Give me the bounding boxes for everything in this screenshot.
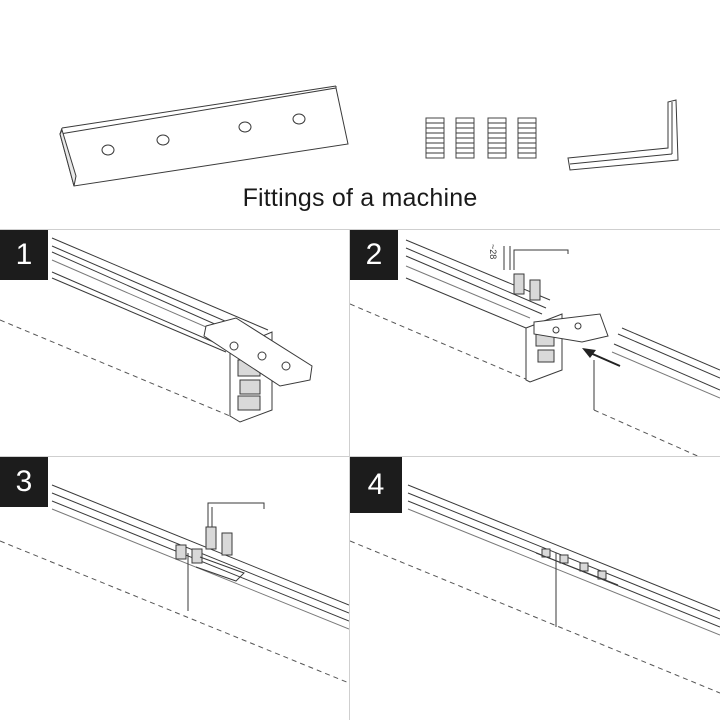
step-panel-4: 4 — [350, 457, 720, 720]
step-panel-1: 1 — [0, 230, 349, 456]
fittings-illustration — [59, 85, 679, 187]
grid-divider-horizontal — [0, 456, 720, 457]
connector-plate — [59, 85, 349, 187]
fittings-header: Fittings of a machine — [0, 0, 720, 232]
spring — [517, 117, 537, 159]
plate-hole — [101, 144, 115, 156]
step-panel-2: ~28 2 — [350, 230, 720, 456]
plate-hole — [292, 113, 306, 125]
step-1-illustration — [0, 237, 313, 423]
spring — [455, 117, 475, 159]
plate-hole — [156, 134, 170, 146]
step-number-badge: 4 — [350, 457, 402, 513]
step-2-illustration: ~28 — [350, 239, 720, 456]
figure-caption: Fittings of a machine — [242, 184, 478, 212]
grid-divider-vertical — [349, 229, 350, 720]
dimension-label: ~28 — [488, 244, 498, 259]
hex-key — [567, 99, 679, 171]
step-number-badge: 2 — [350, 230, 398, 280]
grid-divider-horizontal — [0, 229, 720, 230]
step-3-illustration — [0, 484, 349, 684]
step-panel-3: 3 — [0, 457, 349, 720]
plate-hole — [238, 121, 252, 133]
spring — [487, 117, 507, 159]
step-4-illustration — [350, 484, 720, 694]
springs — [425, 117, 537, 159]
step-number-badge: 1 — [0, 230, 48, 280]
spring — [425, 117, 445, 159]
step-number-badge: 3 — [0, 457, 48, 507]
